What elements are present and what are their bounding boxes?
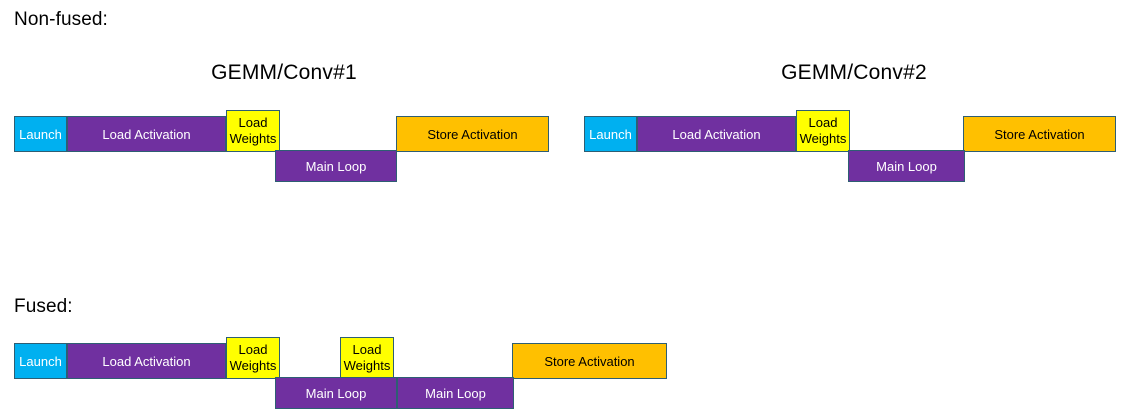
group-title-gemm-conv-1: GEMM/Conv#1: [211, 61, 357, 84]
bar-load-activation-gemm2[interactable]: Load Activation: [637, 116, 796, 152]
bar-store-activation-gemm2[interactable]: Store Activation: [963, 116, 1116, 152]
bar-store-activation-fused[interactable]: Store Activation: [512, 343, 667, 379]
bar-label: Launch: [589, 126, 632, 142]
bar-load-weights-2-fused[interactable]: Load Weights: [340, 337, 394, 379]
bar-load-activation-gemm1[interactable]: Load Activation: [67, 116, 226, 152]
bar-label: Store Activation: [427, 126, 518, 142]
bar-main-loop-gemm1[interactable]: Main Loop: [275, 150, 397, 182]
bar-label: Load Weights: [229, 115, 277, 146]
bar-load-weights-1-fused[interactable]: Load Weights: [226, 337, 280, 379]
bar-label: Load Activation: [102, 353, 191, 369]
bar-label: Main Loop: [305, 385, 367, 401]
section-label-fused: Fused:: [14, 296, 73, 317]
bar-label: Main Loop: [876, 158, 937, 174]
group-title-gemm-conv-2: GEMM/Conv#2: [781, 61, 927, 84]
bar-load-activation-fused[interactable]: Load Activation: [67, 343, 226, 379]
bar-load-weights-gemm2[interactable]: Load Weights: [796, 110, 850, 152]
bar-label: Launch: [19, 126, 62, 142]
bar-label: Store Activation: [994, 126, 1085, 142]
bar-launch-gemm2[interactable]: Launch: [584, 116, 637, 152]
bar-label: Launch: [19, 353, 62, 369]
section-label-non-fused: Non-fused:: [14, 9, 108, 30]
bar-main-loop-1-fused[interactable]: Main Loop: [275, 377, 397, 409]
bar-main-loop-gemm2[interactable]: Main Loop: [848, 150, 965, 182]
bar-main-loop-2-fused[interactable]: Main Loop: [397, 377, 514, 409]
bar-launch-gemm1[interactable]: Launch: [14, 116, 67, 152]
bar-load-weights-gemm1[interactable]: Load Weights: [226, 110, 280, 152]
bar-label: Main Loop: [425, 385, 486, 401]
bar-label: Load Weights: [799, 115, 847, 146]
bar-label: Main Loop: [305, 158, 367, 174]
bar-store-activation-gemm1[interactable]: Store Activation: [396, 116, 549, 152]
bar-label: Load Weights: [343, 342, 391, 373]
bar-label: Load Weights: [229, 342, 277, 373]
bar-launch-fused[interactable]: Launch: [14, 343, 67, 379]
bar-label: Store Activation: [544, 353, 635, 369]
bar-label: Load Activation: [102, 126, 191, 142]
bar-label: Load Activation: [672, 126, 761, 142]
